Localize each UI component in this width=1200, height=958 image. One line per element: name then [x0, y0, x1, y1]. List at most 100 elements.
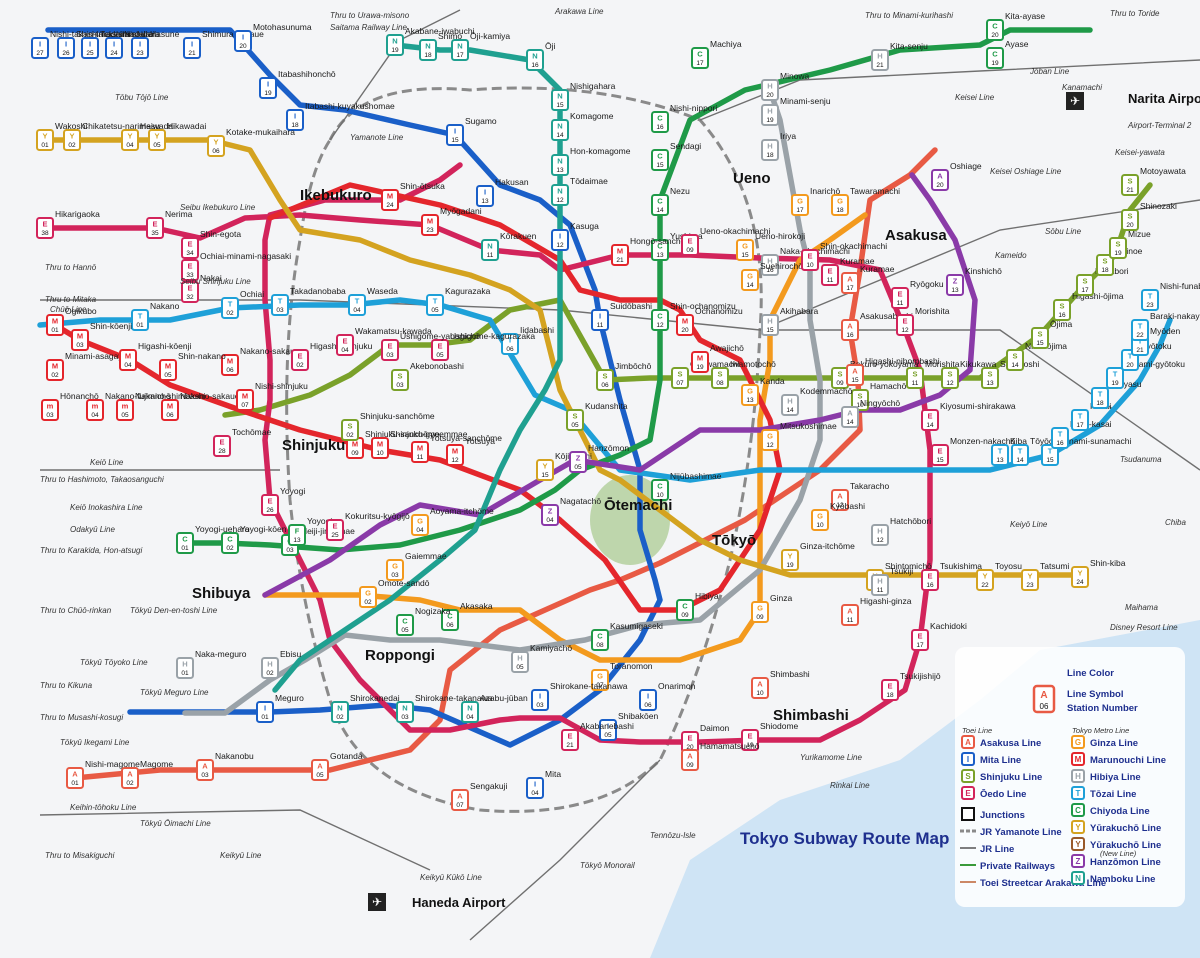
station-number: 21 [876, 62, 884, 69]
rail-label-tenn-zu-isle: Tennōzu-Isle [650, 831, 696, 840]
station-number: 16 [531, 62, 539, 69]
station-name: Kachidoki [930, 621, 967, 631]
station-line-symbol: I [559, 232, 561, 241]
station-number: 01 [41, 142, 49, 149]
narita-plane-glyph: ✈ [1070, 94, 1080, 108]
station-line-symbol: A [937, 172, 943, 181]
station-name: Oshiage [950, 161, 982, 171]
station-name: Naka-meguro [195, 649, 247, 659]
station-name: Takaracho [850, 481, 889, 491]
station-number: 15 [766, 327, 774, 334]
station-line-symbol: I [113, 40, 115, 49]
station-name: Kasuga [570, 221, 599, 231]
station-number: 11 [877, 587, 884, 594]
station-line-symbol: A [847, 322, 853, 331]
station-name: Shin-okachimachi [820, 241, 887, 251]
station-number: 23 [1146, 302, 1154, 309]
station-number: 03 [391, 572, 399, 579]
station-number: 17 [846, 285, 854, 292]
station-number: 23 [1026, 582, 1034, 589]
station-number: 06 [644, 702, 652, 709]
rail-label-seibu-shinjuku-line: Seibu Shinjuku Line [180, 277, 251, 286]
station-number: 05 [316, 772, 324, 779]
rail-label-thru-to-mitaka: Thru to Mitaka [45, 295, 97, 304]
station-number: 20 [766, 92, 774, 99]
legend-symbol: M [1075, 755, 1082, 764]
legend-other-name: Private Railways [980, 861, 1055, 872]
station-line-symbol: S [677, 370, 682, 379]
station-name: Jimbōchō [615, 361, 652, 371]
rail-label-thru-to-hann: Thru to Hannō [45, 263, 97, 272]
station-name: Kasumigaseki [610, 621, 663, 631]
station-line-symbol: T [1138, 322, 1143, 331]
station-line-symbol: M [452, 447, 458, 456]
rail-label-arakawa-line: Arakawa Line [554, 7, 604, 16]
station-line-symbol: M [52, 317, 58, 326]
station-name: Akebonobashi [410, 361, 464, 371]
station-line-symbol: E [152, 220, 157, 229]
station-number: 12 [901, 327, 909, 334]
station-line-symbol: M [77, 332, 83, 341]
station-number: 18 [886, 692, 894, 699]
rail-label-keihin-t-hoku-line: Keihin-tōhoku Line [70, 803, 137, 812]
station-number: 02 [296, 362, 304, 369]
station-line-symbol: N [557, 157, 562, 166]
rail-label-t-ky-meguro-line: Tōkyū Meguro Line [140, 688, 209, 697]
station-number: 17 [916, 642, 924, 649]
station-line-symbol: E [219, 438, 224, 447]
station-number: 16 [846, 332, 854, 339]
station-name: Itabashi-kuyakushomae [305, 101, 395, 111]
station-line-symbol: I [454, 127, 456, 136]
major-station-asakusa: Asakusa [885, 227, 947, 244]
station-line-symbol: Y [42, 132, 47, 141]
rail-label-chiba: Chiba [1165, 518, 1186, 527]
station-number: 13 [293, 537, 301, 544]
station-line-symbol: Y [1027, 572, 1032, 581]
rail-label-t-ky-imachi-line: Tōkyū Ōimachi Line [140, 819, 211, 828]
legend-other-name: JR Yamanote Line [980, 827, 1062, 838]
station-name: Nishigahara [570, 81, 616, 91]
rail-label-thru-to-kikuna: Thru to Kikuna [40, 681, 93, 690]
station-line-symbol: E [687, 734, 692, 743]
station-name: Ebisu [280, 649, 302, 659]
station-number: 24 [386, 202, 394, 209]
station-line-symbol: E [267, 497, 272, 506]
station-line-symbol: I [65, 40, 67, 49]
station-number: 18 [424, 52, 432, 59]
station-name: Nogizaka [415, 606, 451, 616]
station-number: 01 [261, 714, 269, 721]
station-name: Shin-ōtsuka [400, 181, 445, 191]
station-line-symbol: C [697, 50, 703, 59]
station-name: Gotanda [330, 751, 363, 761]
station-number: 15 [556, 102, 564, 109]
station-line-symbol: E [297, 352, 302, 361]
haneda-plane-glyph: ✈ [372, 895, 382, 909]
station-number: 01 [181, 545, 189, 552]
station-number: 20 [1126, 222, 1134, 229]
legend-line-color-label: Line Color [1067, 668, 1114, 679]
rail-label-saitama-railway-line: Saitama Railway Line [330, 23, 407, 32]
station-line-symbol: G [392, 562, 398, 571]
station-name: Nakanobu [215, 751, 254, 761]
rail-label-seibu-ikebukuro-line: Seibu Ikebukuro Line [180, 203, 256, 212]
station-number: 09 [756, 614, 764, 621]
station-number: 09 [686, 247, 694, 254]
station-name: Aoyama-itchōme [430, 506, 494, 516]
station-name: Ayase [1005, 39, 1029, 49]
station-number: 15 [451, 137, 459, 144]
station-number: 02 [126, 780, 134, 787]
station-name: Kagurazaka [445, 286, 491, 296]
station-line-symbol: T [433, 297, 438, 306]
station-line-symbol: M [52, 362, 58, 371]
station-line-symbol: N [557, 187, 562, 196]
station-line-symbol: H [767, 142, 772, 151]
rail-label-s-bu-line: Sōbu Line [1045, 227, 1082, 236]
station-line-symbol: I [647, 692, 649, 701]
station-name: Nishi-funabashi [1160, 281, 1200, 291]
station-number: 38 [41, 230, 49, 237]
station-name: Kuramae [840, 256, 875, 266]
station-line-symbol: T [1098, 390, 1103, 399]
station-line-symbol: N [557, 122, 562, 131]
station-name: Ochanomizu [695, 306, 743, 316]
